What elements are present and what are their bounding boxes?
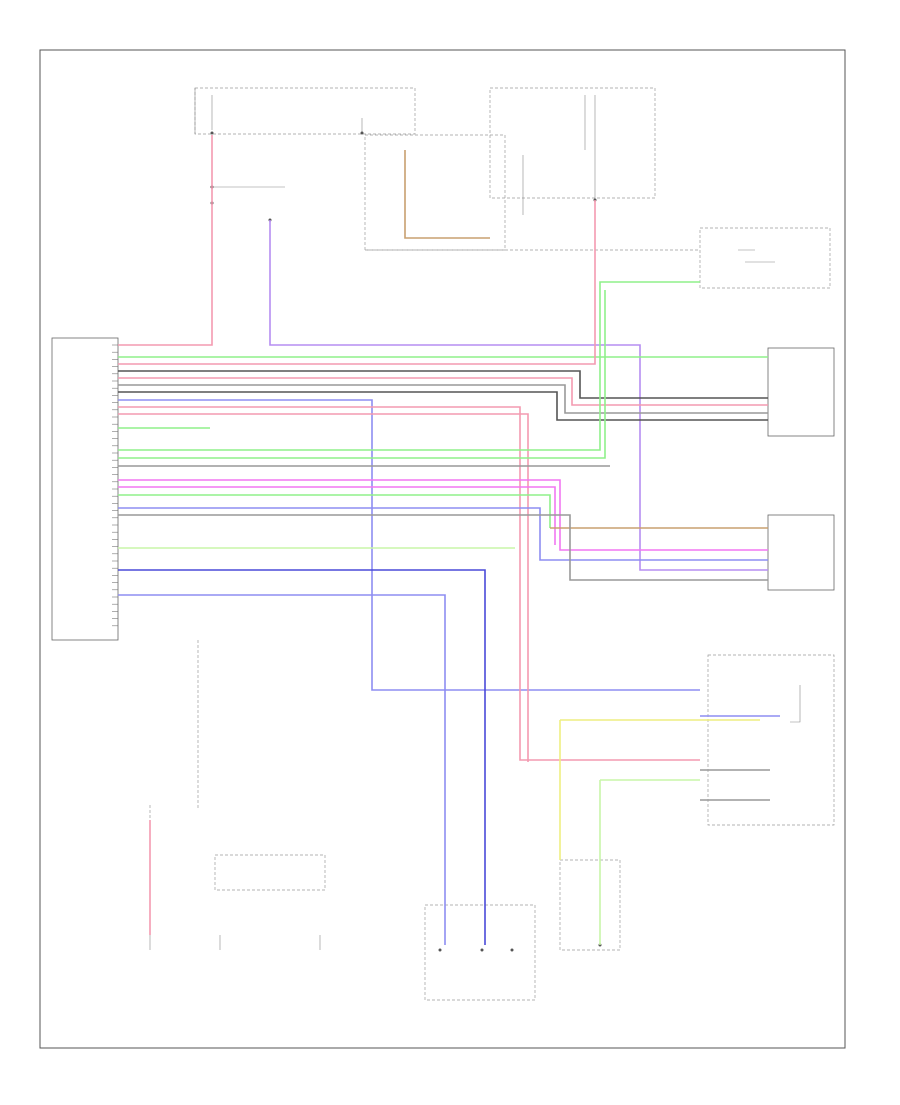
- brake-connector-housing: [559, 859, 621, 951]
- wire-red-4: [118, 200, 596, 365]
- wire-red-11: [118, 413, 529, 762]
- speed-sensor-pin-b: [480, 948, 484, 952]
- wire-red-10: [118, 406, 700, 761]
- wire-black-5: [118, 370, 768, 399]
- wire-green-18: [118, 494, 551, 528]
- fuse-box-right: [489, 87, 656, 199]
- speed-sensor-pin-a: [438, 948, 442, 952]
- speed-sensor-housing: [424, 904, 536, 1001]
- wire-pink-17: [118, 486, 556, 545]
- wire-gray-7: [118, 384, 768, 414]
- wire-blue-9: [118, 399, 700, 691]
- combination-switch-box: [767, 347, 835, 437]
- wire-purple-2: [269, 220, 768, 571]
- diagram-border: [39, 49, 846, 1049]
- wire-red-6: [118, 377, 768, 406]
- fuse-box-left: [194, 87, 416, 135]
- wire-black-8: [118, 391, 768, 421]
- speed-sensor-pin-c: [510, 948, 514, 952]
- fuse-left-node-2: [360, 131, 364, 135]
- wire-darkblue-23: [118, 569, 486, 945]
- wire-gray-21: [118, 514, 768, 581]
- wire-blue-20: [118, 507, 768, 561]
- relay-housing: [364, 134, 506, 251]
- wire-red-1: [118, 135, 213, 346]
- wire-brown-26: [404, 150, 490, 239]
- switch-housing: [699, 227, 831, 289]
- fuse-left-node: [210, 131, 214, 135]
- wire-blue-24: [118, 594, 446, 945]
- right-sensor-box: [767, 514, 835, 591]
- wire-green-14: [118, 290, 606, 459]
- rear-module-switch: [790, 685, 801, 723]
- wires-layer: [112, 135, 780, 945]
- rear-module-housing: [707, 654, 835, 826]
- wire-green-13: [118, 281, 700, 451]
- ecu-control-unit: [51, 337, 119, 641]
- bottom-connector-housing: [214, 854, 326, 891]
